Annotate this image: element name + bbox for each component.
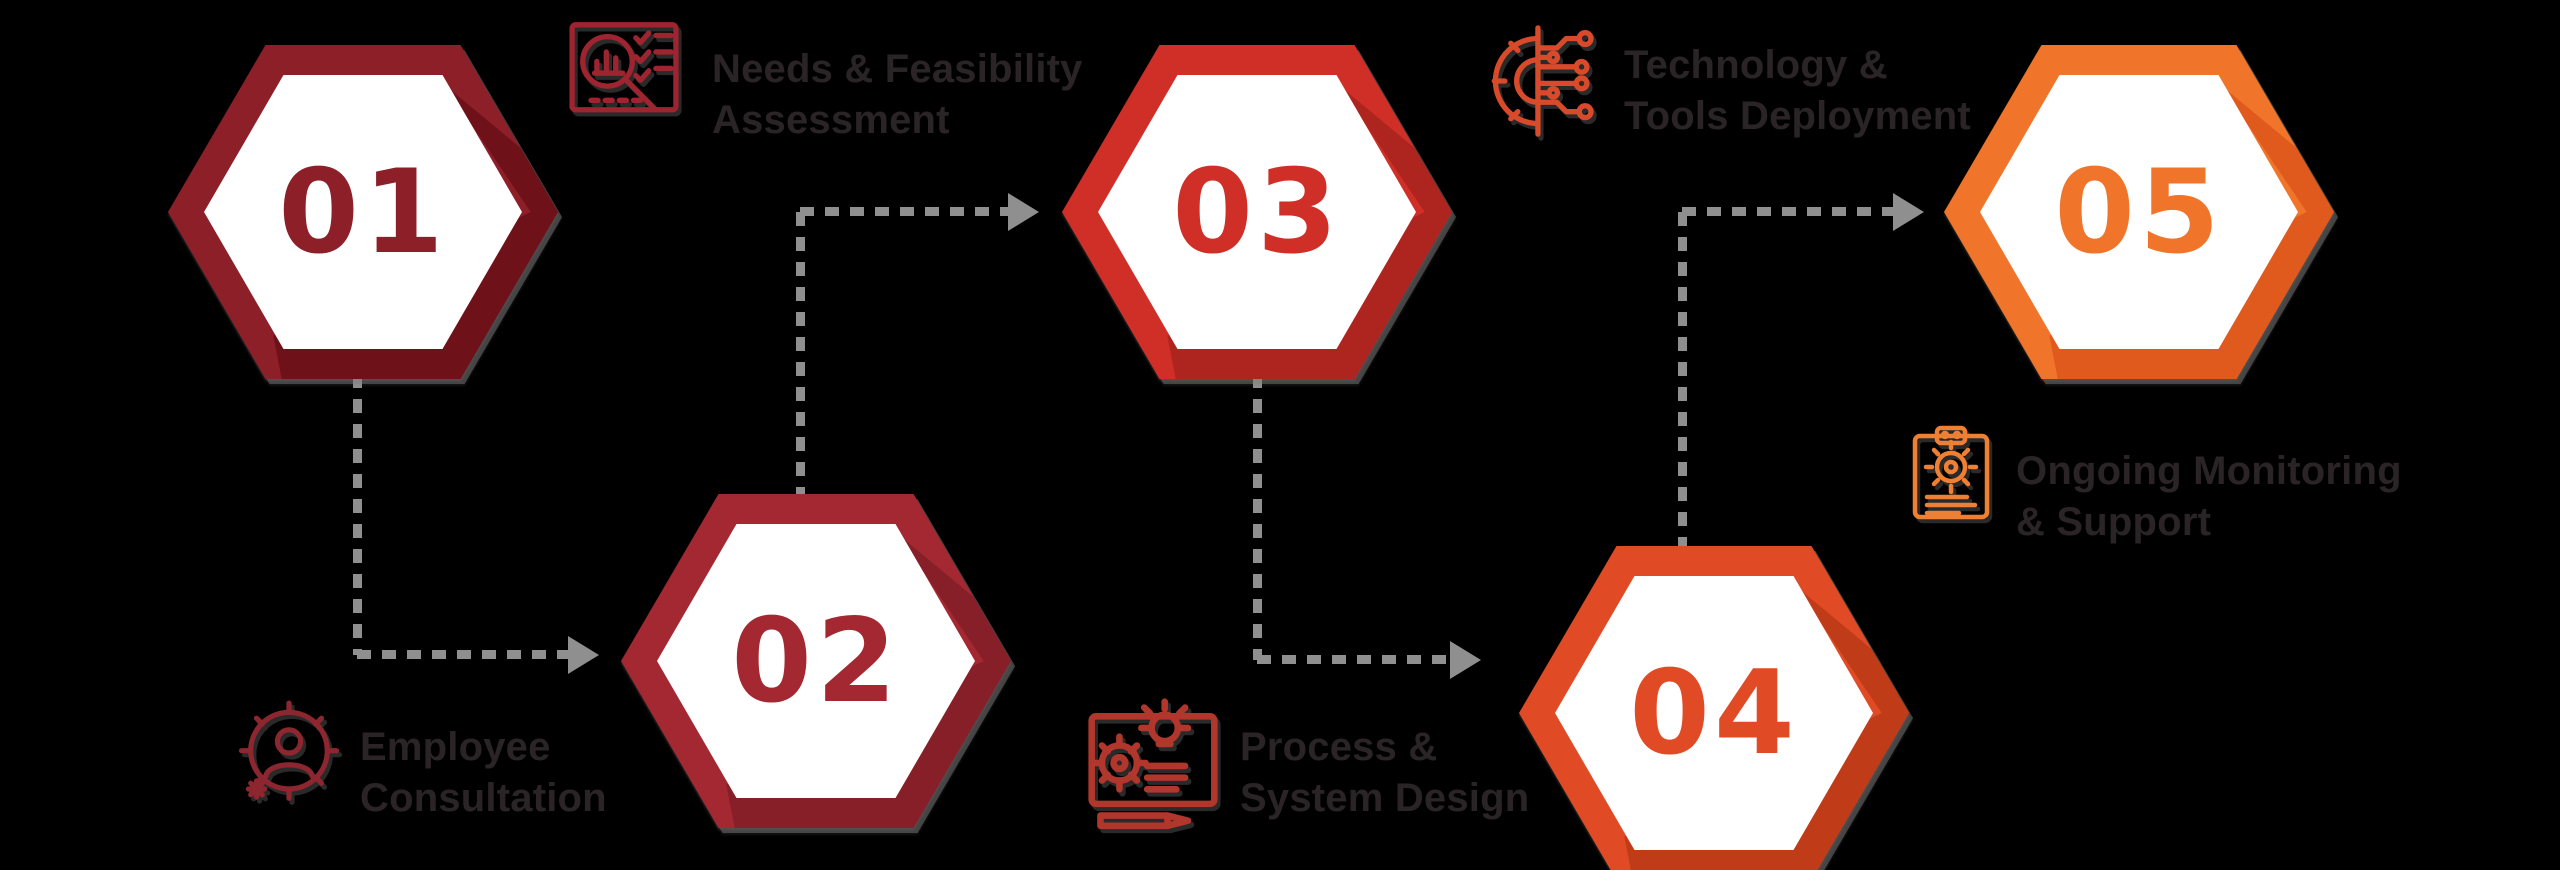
step-title: Process & System Design (1240, 725, 1530, 820)
hexagon-face (1555, 576, 1873, 850)
connector-arrowhead-icon (1008, 193, 1039, 231)
connector-dash-horizontal (800, 207, 1008, 216)
step-number: 05 (2054, 144, 2224, 280)
connector-dash-vertical (353, 374, 362, 655)
hexagon-step-05: 05 (1944, 45, 2334, 379)
step-title: Needs & Feasibility Assessment (712, 47, 1083, 142)
connector-arrowhead-icon (1450, 641, 1481, 679)
step-number: 02 (731, 593, 901, 729)
connector-arrowhead-icon (1893, 193, 1924, 231)
technology-icon (1486, 22, 1604, 140)
connector-arrowhead-icon (568, 636, 599, 674)
step-title: Ongoing Monitoring & Support (2016, 449, 2402, 544)
consultation-icon (231, 695, 347, 817)
hexagon-face (657, 524, 975, 798)
monitoring-icon (1901, 423, 2001, 553)
step-title: Employee Consultation (360, 725, 607, 820)
hexagon-step-04: 04 (1519, 546, 1909, 870)
step-number: 01 (278, 144, 448, 280)
connector-dash-horizontal (1682, 207, 1893, 216)
step-label-05: Ongoing Monitoring & Support (1901, 423, 2402, 553)
step-title: Technology & Tools Deployment (1624, 43, 1971, 138)
assessment-icon (565, 13, 683, 137)
hexagon-step-01: 01 (168, 45, 558, 379)
step-label-01: Needs & Feasibility Assessment (565, 13, 1082, 142)
step-number: 04 (1629, 645, 1799, 781)
connector-dash-vertical (1678, 212, 1687, 548)
design-icon (1080, 690, 1226, 830)
hexagon-step-02: 02 (621, 494, 1011, 828)
hexagon-step-03: 03 (1062, 45, 1452, 379)
connector-dash-horizontal (357, 650, 568, 659)
step-label-03: Process & System Design (1080, 690, 1529, 830)
step-label-02: Employee Consultation (231, 695, 607, 820)
step-number: 03 (1172, 144, 1342, 280)
connector-dash-horizontal (1257, 655, 1450, 664)
connector-dash-vertical (1253, 374, 1262, 660)
connector-dash-vertical (796, 212, 805, 496)
step-label-04: Technology & Tools Deployment (1486, 22, 1971, 140)
